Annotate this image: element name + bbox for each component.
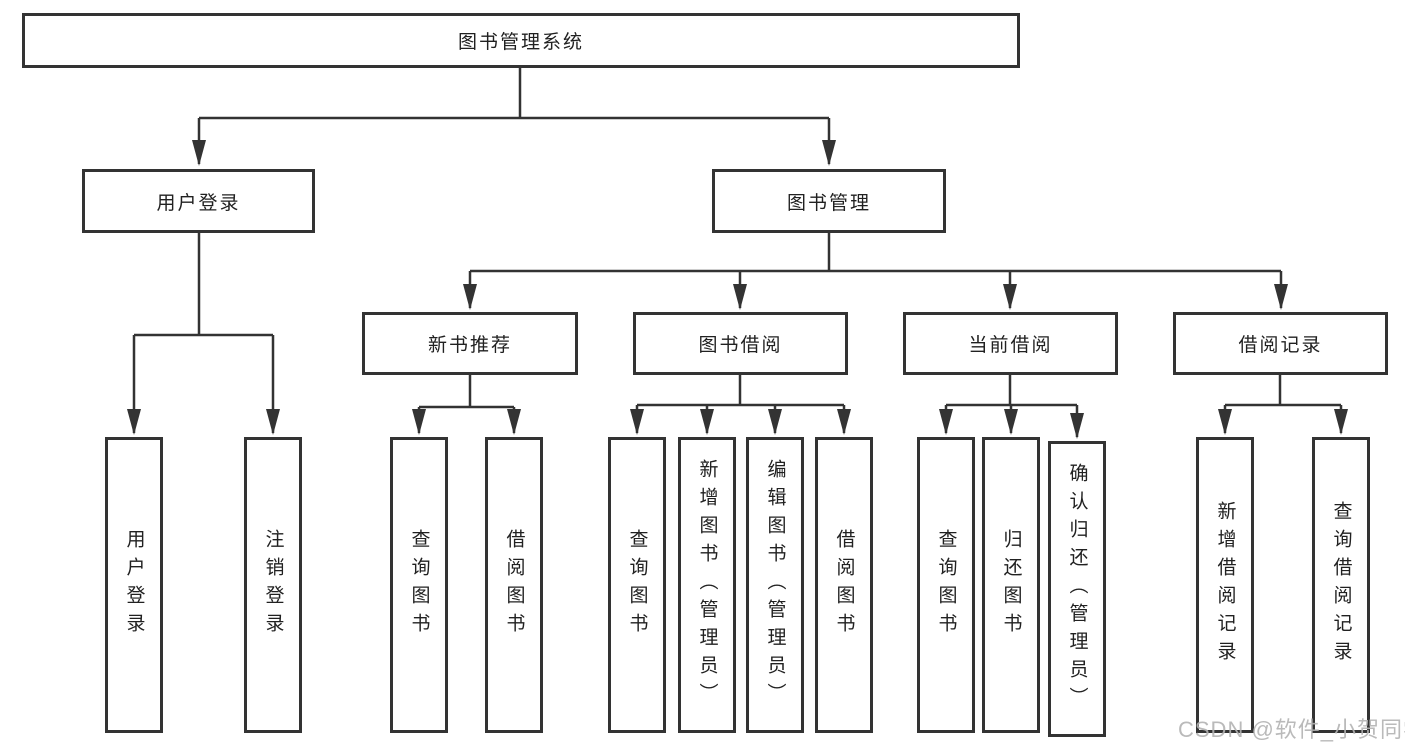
- node-book-management: 图书管理: [712, 169, 946, 233]
- csdn-watermark: CSDN @软件_小贺同学: [1178, 717, 1405, 742]
- node-current-borrowing: 当前借阅: [903, 312, 1118, 375]
- leaf-edit-book-admin: 编辑图书（管理员）: [746, 437, 804, 733]
- leaf-query-books-borrow: 查询图书: [608, 437, 666, 733]
- node-user-login: 用户登录: [82, 169, 315, 233]
- leaf-query-books-recommend: 查询图书: [390, 437, 448, 733]
- node-borrowing-records: 借阅记录: [1173, 312, 1388, 375]
- node-new-book-recommend: 新书推荐: [362, 312, 578, 375]
- node-book-borrowing: 图书借阅: [633, 312, 848, 375]
- leaf-borrow-books: 借阅图书: [815, 437, 873, 733]
- leaf-user-login: 用户登录: [105, 437, 163, 733]
- leaf-query-borrow-record: 查询借阅记录: [1312, 437, 1370, 733]
- leaf-confirm-return-admin: 确认归还（管理员）: [1048, 441, 1106, 737]
- leaf-logout: 注销登录: [244, 437, 302, 733]
- leaf-return-book: 归还图书: [982, 437, 1040, 733]
- leaf-add-book-admin: 新增图书（管理员）: [678, 437, 736, 733]
- leaf-query-books-current: 查询图书: [917, 437, 975, 733]
- leaf-borrow-books-recommend: 借阅图书: [485, 437, 543, 733]
- node-root-system: 图书管理系统: [22, 13, 1020, 68]
- leaf-add-borrow-record: 新增借阅记录: [1196, 437, 1254, 733]
